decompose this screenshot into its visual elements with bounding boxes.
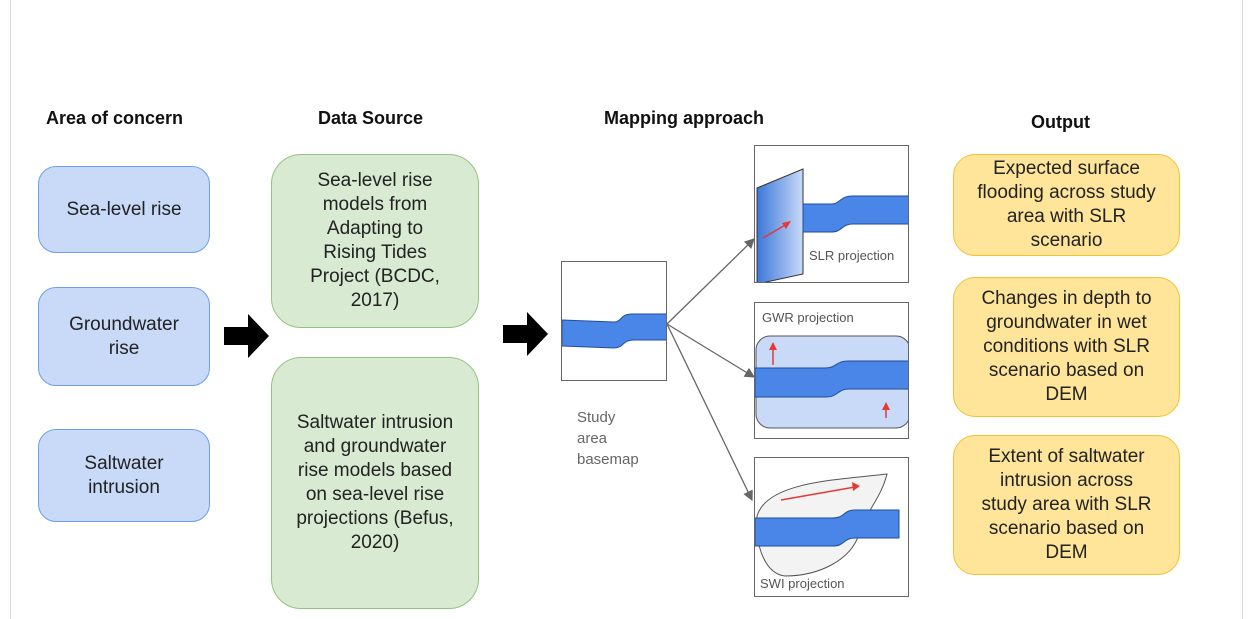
- output-box-saltwater-extent: Extent of saltwater intrusion across stu…: [953, 435, 1180, 575]
- basemap-caption: Study area basemap: [577, 409, 639, 468]
- area-label: Sea-level rise: [66, 198, 182, 220]
- gwr-projection-panel: GWR projection: [754, 302, 909, 439]
- area-label: Saltwater intrusion: [84, 452, 164, 498]
- flow-arrow-icon: [224, 314, 269, 358]
- output-box-surface-flooding: Expected surface flooding across study a…: [953, 154, 1180, 256]
- source-text: Sea-level rise models from Adapting to R…: [310, 170, 440, 311]
- frame-line-left: [10, 0, 11, 619]
- gwr-map-icon: [755, 335, 908, 429]
- output-text: Extent of saltwater intrusion across stu…: [981, 446, 1152, 563]
- river-icon: [562, 313, 666, 349]
- frame-line-right: [1242, 0, 1243, 619]
- source-box-befus: Saltwater intrusion and groundwater rise…: [271, 357, 479, 609]
- area-box-groundwater-rise: Groundwater rise: [38, 287, 210, 386]
- source-text: Saltwater intrusion and groundwater rise…: [296, 412, 454, 553]
- study-area-basemap-panel: [561, 261, 667, 381]
- flow-arrow-icon: [503, 312, 548, 356]
- heading-data-source: Data Source: [318, 108, 424, 128]
- connector-arrows: [666, 238, 756, 502]
- slr-projection-label: SLR projection: [809, 248, 895, 263]
- heading-output: Output: [1031, 112, 1090, 132]
- slr-map-icon: [756, 168, 908, 282]
- slr-projection-panel: SLR projection: [754, 145, 909, 283]
- swi-projection-label: SWI projection: [760, 576, 845, 591]
- heading-mapping-approach: Mapping approach: [604, 108, 765, 128]
- swi-projection-panel: SWI projection: [754, 457, 909, 597]
- source-box-bcdc: Sea-level rise models from Adapting to R…: [271, 154, 479, 328]
- area-box-saltwater-intrusion: Saltwater intrusion: [38, 429, 210, 522]
- output-text: Changes in depth to groundwater in wet c…: [981, 288, 1152, 405]
- area-box-sea-level-rise: Sea-level rise: [38, 166, 210, 253]
- area-label: Groundwater rise: [69, 313, 179, 359]
- heading-area-of-concern: Area of concern: [46, 108, 184, 128]
- gwr-projection-label: GWR projection: [762, 310, 854, 325]
- swi-map-icon: [755, 473, 900, 577]
- output-box-groundwater-depth: Changes in depth to groundwater in wet c…: [953, 277, 1180, 417]
- output-text: Expected surface flooding across study a…: [977, 158, 1156, 251]
